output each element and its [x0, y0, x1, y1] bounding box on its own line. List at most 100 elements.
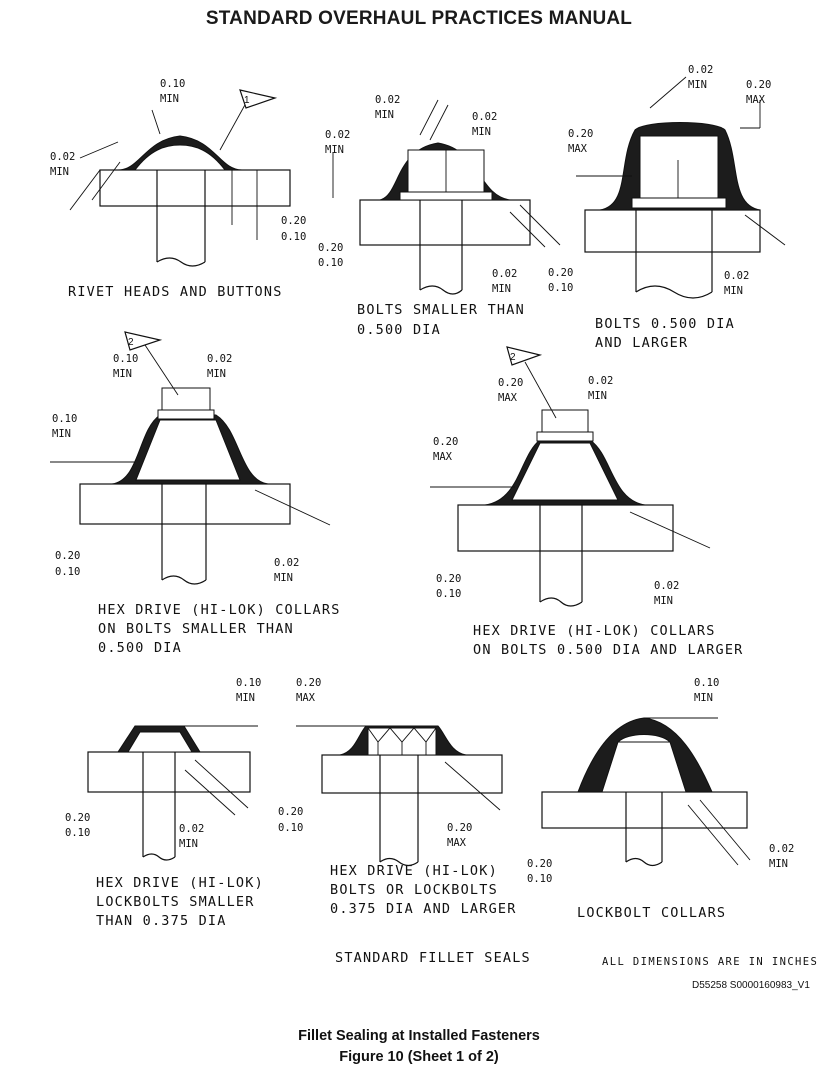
- svg-text:MIN: MIN: [179, 838, 198, 850]
- svg-text:MIN: MIN: [654, 595, 673, 607]
- svg-text:0.10: 0.10: [55, 566, 80, 578]
- svg-text:0.20: 0.20: [65, 812, 90, 824]
- svg-text:0.20: 0.20: [498, 377, 523, 389]
- svg-text:MIN: MIN: [160, 93, 179, 105]
- svg-text:MIN: MIN: [694, 692, 713, 704]
- svg-text:0.20: 0.20: [568, 128, 593, 140]
- svg-text:0.10: 0.10: [236, 677, 261, 689]
- svg-text:MIN: MIN: [236, 692, 255, 704]
- svg-text:0.02: 0.02: [207, 353, 232, 365]
- hilok-large-label-line1: HEX DRIVE (HI-LOK) COLLARS: [473, 623, 716, 639]
- units-note: ALL DIMENSIONS ARE IN INCHES: [602, 956, 818, 968]
- lockbolt-large-label-line1: HEX DRIVE (HI-LOK): [330, 863, 498, 879]
- svg-text:MAX: MAX: [498, 392, 518, 404]
- svg-text:0.02: 0.02: [179, 823, 204, 835]
- svg-text:MIN: MIN: [492, 283, 511, 295]
- bolt-small-label-line2: 0.500 DIA: [357, 322, 441, 338]
- rivet-label: RIVET HEADS AND BUTTONS: [68, 284, 283, 300]
- svg-text:MIN: MIN: [724, 285, 743, 297]
- svg-text:MIN: MIN: [113, 368, 132, 380]
- svg-text:0.20: 0.20: [281, 215, 306, 227]
- svg-text:0.20: 0.20: [746, 79, 771, 91]
- svg-text:MIN: MIN: [50, 166, 69, 178]
- detail-lockbolt-collar: 0.10 MIN 0.20 0.10 0.02 MIN LOCKBOLT COL…: [527, 677, 794, 921]
- detail-bolt-large: 0.02 MIN 0.20 MAX 0.20 MAX 0.20 0.10 0.0…: [548, 64, 786, 351]
- hilok-large-label-line2: ON BOLTS 0.500 DIA AND LARGER: [473, 642, 744, 658]
- hilok-large-plate: [457, 504, 674, 552]
- svg-text:MIN: MIN: [769, 858, 788, 870]
- flag-note-2b-number: 2: [510, 352, 516, 363]
- bolt-large-label-line2: AND LARGER: [595, 335, 688, 351]
- reference-code: D55258 S0000160983_V1: [692, 980, 810, 991]
- flag-note-1-number: 1: [244, 95, 250, 106]
- svg-text:0.10: 0.10: [160, 78, 185, 90]
- svg-text:0.02: 0.02: [274, 557, 299, 569]
- svg-text:0.02: 0.02: [588, 375, 613, 387]
- svg-text:MIN: MIN: [325, 144, 344, 156]
- svg-text:0.10: 0.10: [694, 677, 719, 689]
- page-title: STANDARD OVERHAUL PRACTICES MANUAL: [205, 8, 633, 29]
- lockbolt-large-plate: [321, 754, 503, 794]
- flag-note-2-number: 2: [128, 337, 134, 348]
- svg-text:MAX: MAX: [568, 143, 588, 155]
- svg-text:0.02: 0.02: [472, 111, 497, 123]
- lockbolt-small-plate: [87, 751, 251, 793]
- hilok-small-label-line3: 0.500 DIA: [98, 640, 182, 656]
- svg-text:0.02: 0.02: [654, 580, 679, 592]
- svg-text:0.20: 0.20: [447, 822, 472, 834]
- flag-note-2b: [506, 346, 543, 366]
- svg-text:0.10: 0.10: [278, 822, 303, 834]
- rivet-plate: [99, 169, 291, 207]
- svg-text:MAX: MAX: [433, 451, 453, 463]
- hilok-small-plate: [79, 483, 291, 525]
- figure-subtitle: STANDARD FILLET SEALS: [335, 950, 531, 966]
- lockbolt-collar-label: LOCKBOLT COLLARS: [577, 905, 726, 921]
- svg-text:0.02: 0.02: [50, 151, 75, 163]
- lockbolt-small-label-line1: HEX DRIVE (HI-LOK): [96, 875, 264, 891]
- svg-text:0.02: 0.02: [769, 843, 794, 855]
- svg-text:MIN: MIN: [274, 572, 293, 584]
- svg-text:MAX: MAX: [746, 94, 766, 106]
- detail-hilok-large: 2 0.20 MAX 0.02 MIN 0.20 MAX 0.20 0.10 0…: [430, 346, 744, 658]
- svg-text:MIN: MIN: [472, 126, 491, 138]
- figure-caption-line1: Fillet Sealing at Installed Fasteners: [298, 1028, 540, 1044]
- figure-caption-line2: Figure 10 (Sheet 1 of 2): [339, 1049, 499, 1065]
- svg-text:0.02: 0.02: [688, 64, 713, 76]
- svg-text:0.10: 0.10: [65, 827, 90, 839]
- lockbolt-large-label-line3: 0.375 DIA AND LARGER: [330, 901, 517, 917]
- svg-text:0.10: 0.10: [436, 588, 461, 600]
- svg-text:MIN: MIN: [207, 368, 226, 380]
- svg-text:0.10: 0.10: [527, 873, 552, 885]
- svg-text:MIN: MIN: [688, 79, 707, 91]
- svg-text:0.02: 0.02: [724, 270, 749, 282]
- bolt-large-plate: [584, 209, 761, 253]
- detail-lockbolt-small: 0.10 MIN 0.20 0.10 0.02 MIN HEX DRIVE (H…: [65, 677, 264, 929]
- svg-text:0.20: 0.20: [55, 550, 80, 562]
- svg-text:0.20: 0.20: [433, 436, 458, 448]
- svg-text:0.02: 0.02: [492, 268, 517, 280]
- lockbolt-large-label-line2: BOLTS OR LOCKBOLTS: [330, 882, 498, 898]
- svg-text:0.20: 0.20: [278, 806, 303, 818]
- detail-bolt-small: 0.02 MIN 0.02 MIN 0.02 MIN 0.20 0.10 0.0…: [318, 94, 561, 338]
- svg-text:0.10: 0.10: [318, 257, 343, 269]
- detail-hilok-small: 2 0.10 MIN 0.02 MIN 0.10 MIN 0.20 0.10 0…: [50, 331, 341, 656]
- svg-text:0.20: 0.20: [436, 573, 461, 585]
- svg-text:0.10: 0.10: [281, 231, 306, 243]
- flag-note-1: [239, 89, 278, 109]
- svg-text:0.20: 0.20: [318, 242, 343, 254]
- bolt-small-label-line1: BOLTS SMALLER THAN: [357, 302, 525, 318]
- bolt-small-plate: [359, 199, 531, 246]
- svg-text:0.20: 0.20: [296, 677, 321, 689]
- svg-text:MAX: MAX: [296, 692, 316, 704]
- lockbolt-small-label-line3: THAN 0.375 DIA: [96, 913, 227, 929]
- svg-text:0.10: 0.10: [52, 413, 77, 425]
- hilok-small-label-line1: HEX DRIVE (HI-LOK) COLLARS: [98, 602, 341, 618]
- svg-text:0.02: 0.02: [375, 94, 400, 106]
- svg-text:0.10: 0.10: [548, 282, 573, 294]
- svg-text:MIN: MIN: [375, 109, 394, 121]
- lockbolt-collar-plate: [541, 791, 748, 829]
- detail-rivet: 1 0.10 MIN 0.02 MIN 0.20 0.10 RIVET HEAD…: [50, 78, 306, 300]
- svg-text:0.20: 0.20: [548, 267, 573, 279]
- svg-text:MIN: MIN: [588, 390, 607, 402]
- svg-text:0.10: 0.10: [113, 353, 138, 365]
